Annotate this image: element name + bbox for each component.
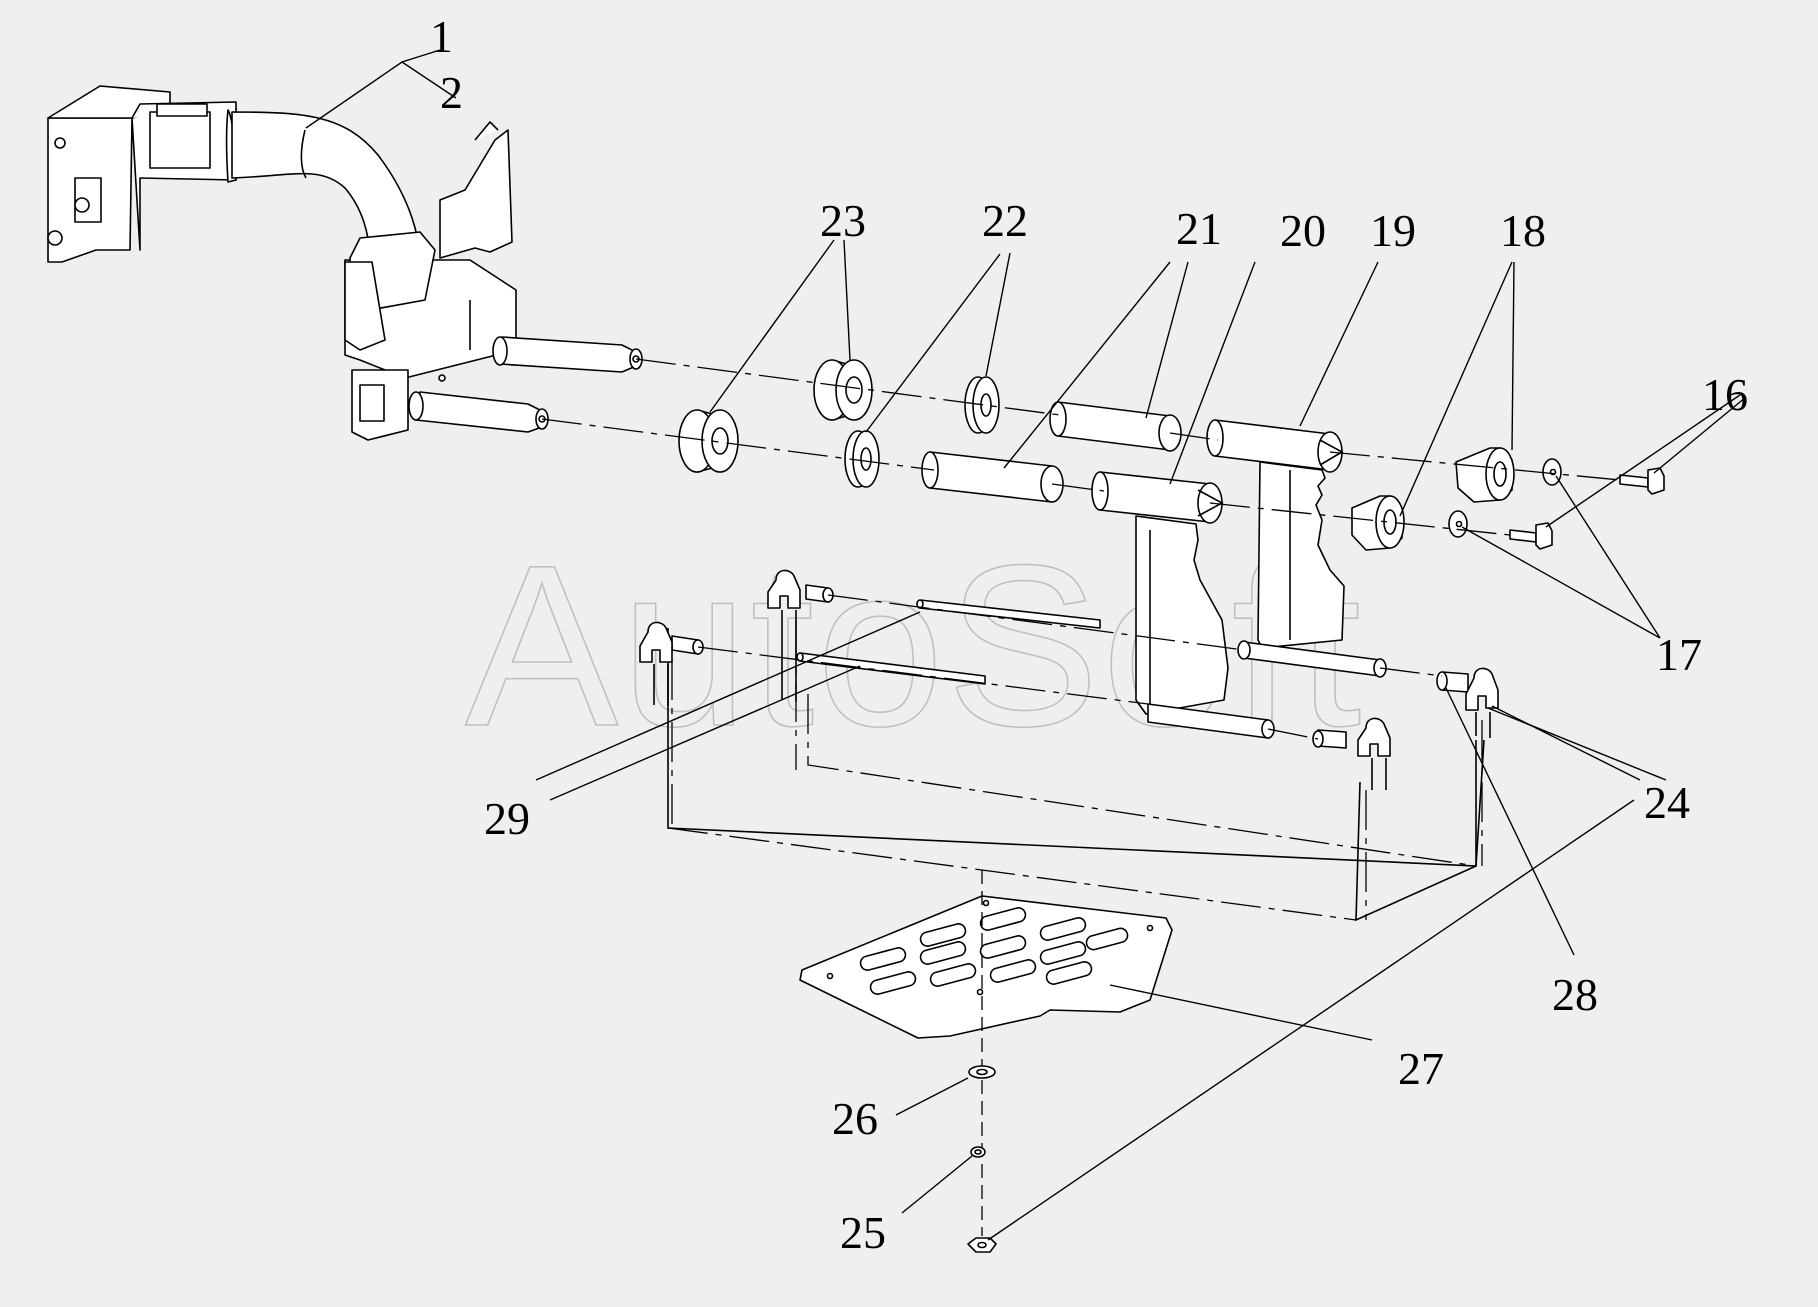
nut-24-bottom <box>967 1237 997 1253</box>
lock-washer-25 <box>970 1146 986 1158</box>
nut-18-lower <box>1351 495 1405 551</box>
watermark: AutoSoft <box>465 517 1363 774</box>
clip-24-right-upper <box>1465 667 1499 738</box>
nut-18-upper <box>1455 447 1515 503</box>
callout-25: 25 <box>840 1207 886 1258</box>
step-plate-27 <box>799 895 1173 1039</box>
pin-left-upper <box>805 584 834 603</box>
callout-29: 29 <box>484 793 530 844</box>
callout-2: 2 <box>440 67 463 118</box>
washer-17-lower <box>1448 510 1468 538</box>
hanger-bracket-19 <box>1206 419 1345 649</box>
rod-29-lower <box>796 652 986 685</box>
rod-29-upper <box>916 599 1101 629</box>
washer-22-lower <box>844 430 880 488</box>
assembly-axes <box>541 358 1621 740</box>
callout-20: 20 <box>1280 205 1326 256</box>
spacer-23-upper <box>813 359 873 421</box>
tube-28-lower <box>1147 703 1275 739</box>
rod-upper <box>492 336 643 373</box>
washer-22-upper <box>964 376 1000 434</box>
callout-24: 24 <box>1644 777 1690 828</box>
callout-19: 19 <box>1370 205 1416 256</box>
callout-21: 21 <box>1176 203 1222 254</box>
spacer-23-lower <box>678 409 739 473</box>
callout-28: 28 <box>1552 969 1598 1020</box>
callout-26: 26 <box>832 1093 878 1144</box>
bolt-16-lower <box>1509 522 1553 550</box>
leader-lines <box>305 49 1747 1241</box>
callout-17: 17 <box>1656 629 1702 680</box>
callout-23: 23 <box>820 195 866 246</box>
clip-24-left-lower <box>639 621 673 706</box>
callout-labels: 1 2 16 17 18 19 20 21 22 23 24 25 26 27 … <box>430 11 1748 1258</box>
washer-17-upper <box>1542 458 1562 486</box>
step-frame-outline <box>667 620 1485 922</box>
washer-26 <box>968 1065 996 1079</box>
callout-1: 1 <box>430 11 453 62</box>
callout-18: 18 <box>1500 205 1546 256</box>
clip-24-right-lower <box>1357 717 1391 790</box>
pin-right-lower <box>1312 729 1347 749</box>
tube-21-upper <box>1049 401 1182 452</box>
hanger-bracket-20 <box>1091 471 1229 715</box>
rod-lower <box>408 391 549 433</box>
tube-21-lower <box>921 451 1064 503</box>
clip-24-left-upper <box>767 569 801 702</box>
callout-22: 22 <box>982 195 1028 246</box>
part-bracket-arm <box>47 85 517 441</box>
callout-27: 27 <box>1398 1043 1444 1094</box>
pin-28 <box>1436 671 1469 693</box>
callout-16: 16 <box>1702 369 1748 420</box>
